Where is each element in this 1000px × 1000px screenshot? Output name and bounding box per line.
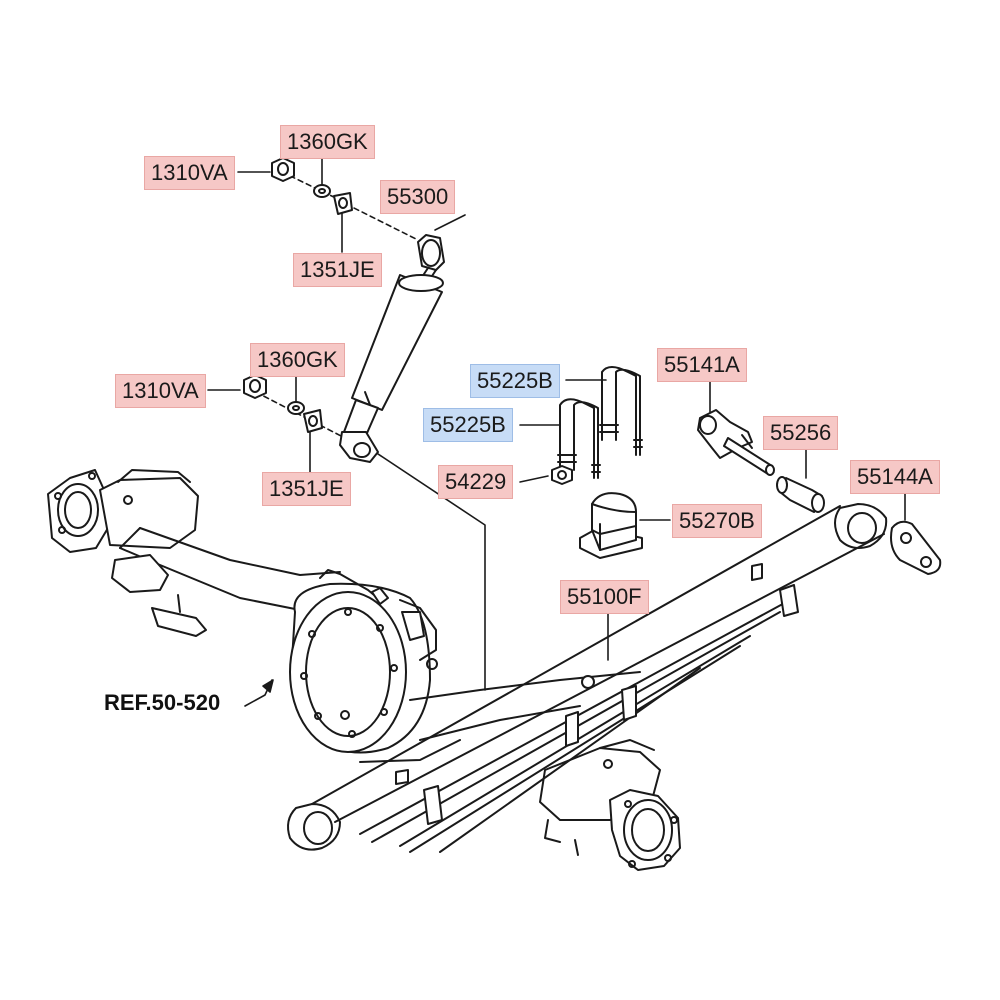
- u-bolt-nut-icon: [551, 465, 573, 485]
- label-u-bolt-nut: 54229: [438, 465, 514, 499]
- reference-label: REF.50-520: [104, 690, 221, 715]
- label-bushing-top: 1351JE: [293, 253, 382, 287]
- bump-stopper-icon: [579, 492, 643, 559]
- shackle-icon: [697, 409, 775, 476]
- rear-bushing-icon: [776, 476, 825, 513]
- u-bolt-lower-icon: [557, 398, 601, 479]
- shock-absorber-icon: [339, 234, 445, 463]
- label-washer-top: 1360GK: [280, 125, 375, 159]
- label-nut-top: 1310VA: [144, 156, 235, 190]
- top-washer-icon: [313, 184, 331, 198]
- label-nut-middle: 1310VA: [115, 374, 206, 408]
- shackle-plate-icon: [890, 520, 942, 575]
- middle-bushing-icon: [303, 409, 323, 433]
- leaf-spring-icon: [287, 503, 888, 853]
- label-rear-bushing: 55256: [763, 416, 839, 450]
- top-nut-icon: [271, 157, 295, 182]
- label-bump-stopper: 55270B: [672, 504, 762, 538]
- axle-housing-icon: [47, 469, 681, 871]
- label-u-bolt-lower: 55225B: [423, 408, 513, 442]
- label-shock-absorber: 55300: [380, 180, 456, 214]
- label-u-bolt-upper: 55225B: [470, 364, 560, 398]
- middle-washer-icon: [287, 401, 305, 415]
- middle-nut-icon: [243, 374, 267, 399]
- label-leaf-spring: 55100F: [560, 580, 649, 614]
- label-shackle: 55141A: [657, 348, 747, 382]
- label-shackle-plate: 55144A: [850, 460, 940, 494]
- label-washer-middle: 1360GK: [250, 343, 345, 377]
- u-bolt-upper-icon: [599, 366, 643, 456]
- top-bushing-icon: [333, 192, 353, 215]
- label-bushing-middle: 1351JE: [262, 472, 351, 506]
